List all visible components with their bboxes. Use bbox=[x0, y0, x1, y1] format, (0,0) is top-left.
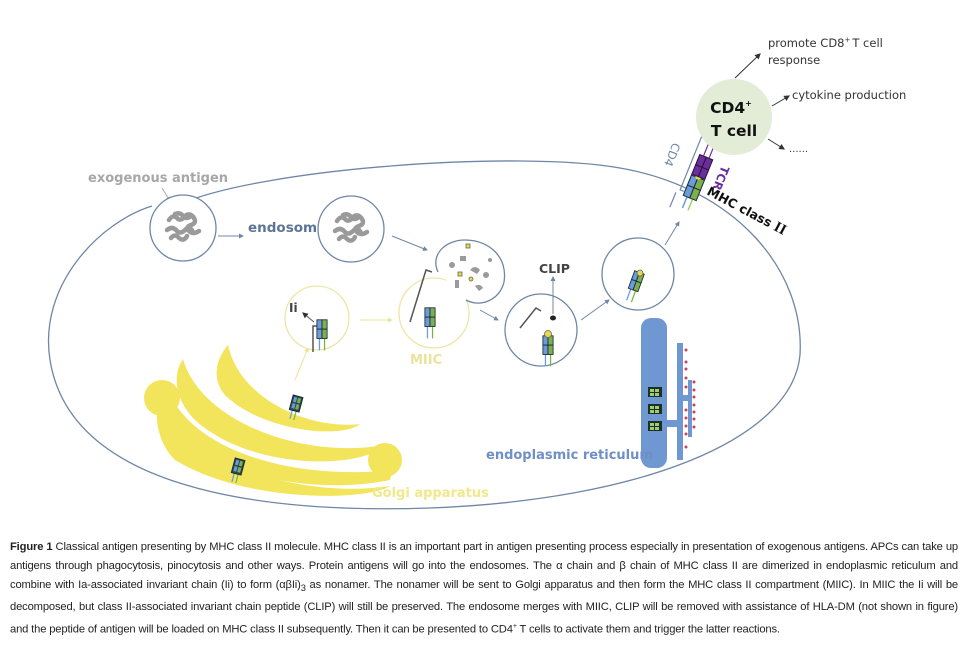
ribosomes bbox=[684, 348, 696, 449]
cytokine-label: cytokine production bbox=[792, 88, 906, 102]
cell-membrane bbox=[47, 160, 801, 510]
ii-vesicle bbox=[284, 285, 350, 352]
phagosome bbox=[149, 194, 217, 262]
er-label: endoplasmic reticulum bbox=[486, 448, 653, 463]
arrow-endosome-to-fusion bbox=[391, 235, 428, 251]
golgi-apparatus bbox=[144, 345, 402, 496]
promote-label: promote CD8+T cell bbox=[768, 36, 883, 50]
arrow-other bbox=[767, 138, 786, 150]
fused-endosome bbox=[435, 239, 506, 304]
caption-superscript: + bbox=[512, 623, 517, 631]
golgi-label: Golgi apparatus bbox=[372, 486, 489, 501]
ii-label: Ii bbox=[289, 301, 298, 315]
er-mhc-complexes bbox=[648, 387, 662, 431]
miic-compartment bbox=[398, 269, 470, 349]
figure-label: Figure 1 bbox=[10, 541, 53, 553]
miic-label: MIIC bbox=[410, 353, 442, 368]
svg-text:CD4+: CD4+ bbox=[710, 99, 752, 117]
caption-text-3: T cells to activate them and trigger the… bbox=[516, 623, 781, 636]
arrow-promote bbox=[734, 53, 761, 79]
surface-mhc-tcr-complex bbox=[669, 126, 715, 211]
endosome bbox=[317, 195, 385, 263]
loaded-mhc-vesicle bbox=[601, 237, 675, 311]
cd4-label: CD4 bbox=[661, 141, 683, 169]
clip-vesicle bbox=[504, 276, 578, 368]
arrow-to-surface bbox=[664, 221, 680, 246]
endosome-label: endosome bbox=[248, 220, 326, 236]
exogenous-antigen-label: exogenous antigen bbox=[88, 171, 228, 186]
svg-text:T cell: T cell bbox=[711, 122, 757, 140]
mhc-class-label: MHC class II bbox=[704, 183, 789, 238]
ellipsis-label: ...... bbox=[789, 144, 808, 155]
response-label: response bbox=[768, 53, 820, 67]
arrow-golgi-to-vesicle bbox=[294, 347, 309, 381]
caption-subscript: 3 bbox=[300, 583, 306, 594]
arrow-clip-to-loaded bbox=[580, 299, 610, 321]
arrow-miic-to-clip bbox=[479, 309, 499, 321]
cd4-t-cell: CD4+ T cell bbox=[696, 79, 772, 155]
clip-label: CLIP bbox=[539, 261, 570, 276]
antigen-presentation-diagram: exogenous antigen endosome Golgi apparat… bbox=[47, 36, 906, 510]
figure-caption: Figure 1 Classical antigen presenting by… bbox=[10, 538, 958, 640]
arrow-cytokine bbox=[771, 95, 791, 107]
caption-text-1: Classical antigen presenting by MHC clas… bbox=[10, 541, 958, 591]
caption-text-2: as nonamer. The nonamer will be sent to … bbox=[10, 579, 958, 636]
